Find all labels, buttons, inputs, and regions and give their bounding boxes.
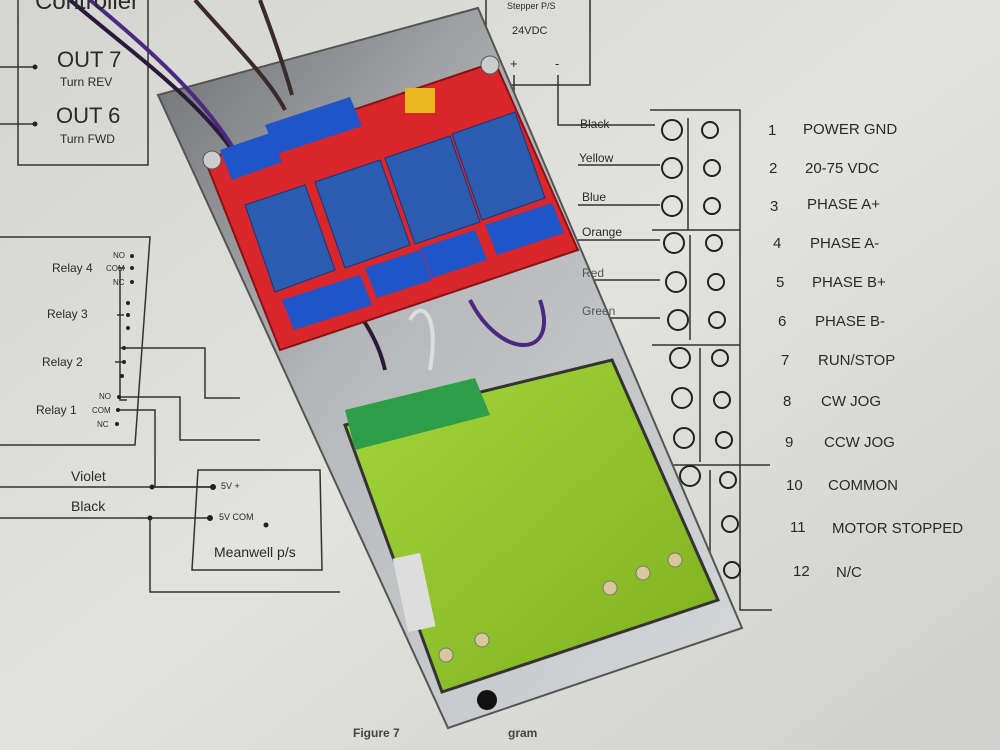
wire-color-label: Yellow bbox=[579, 151, 614, 165]
figure-caption-left: Figure 7 bbox=[353, 726, 400, 740]
plate-screw bbox=[202, 150, 222, 170]
module-screws bbox=[438, 552, 683, 663]
driver-terminal-screws bbox=[661, 119, 741, 579]
meanwell-label: Meanwell p/s bbox=[214, 544, 296, 560]
contact-label: COM bbox=[92, 406, 111, 415]
terminal-number: 9 bbox=[785, 434, 794, 451]
wire-color-label: Green bbox=[582, 304, 616, 318]
terminal-number: 11 bbox=[790, 519, 806, 536]
terminal-label: POWER GND bbox=[803, 121, 898, 138]
stepper-ps-plus: + bbox=[510, 56, 518, 71]
terminal-number: 10 bbox=[786, 477, 803, 494]
wire-color-label: Red bbox=[582, 266, 605, 280]
terminal-label: PHASE B+ bbox=[812, 274, 886, 291]
terminal-number: 6 bbox=[778, 313, 787, 330]
terminal-number: 12 bbox=[793, 563, 810, 580]
relays bbox=[244, 111, 546, 293]
terminal-label: MOTOR STOPPED bbox=[832, 520, 964, 537]
blue-terminals bbox=[220, 97, 564, 330]
dip-switch bbox=[392, 552, 436, 633]
relay-1-label: Relay 1 bbox=[36, 403, 77, 417]
terminal-number: 7 bbox=[781, 352, 790, 369]
figure-caption-right: gram bbox=[508, 726, 538, 740]
terminal-number: 5 bbox=[776, 274, 785, 291]
contact-label: NO bbox=[113, 251, 125, 260]
relay-2-label: Relay 2 bbox=[42, 355, 83, 369]
violet-wire-label: Violet bbox=[71, 468, 106, 484]
terminal-label: N/C bbox=[836, 564, 862, 581]
terminal-label: RUN/STOP bbox=[818, 352, 896, 369]
plate-screw bbox=[477, 690, 497, 710]
contact-label: NC bbox=[113, 278, 125, 287]
terminal-number: 8 bbox=[783, 393, 792, 410]
terminal-label: COMMON bbox=[828, 477, 898, 494]
out7-label: OUT 7 bbox=[57, 47, 122, 72]
jumper-block bbox=[405, 88, 435, 113]
5v-com-label: 5V COM bbox=[219, 512, 254, 522]
black-wire-label: Black bbox=[71, 498, 106, 514]
terminal-label: PHASE B- bbox=[815, 313, 886, 330]
wiring-diagram-lines bbox=[0, 0, 772, 611]
out7-sub: Turn REV bbox=[60, 75, 113, 89]
wire-color-label: Blue bbox=[582, 190, 607, 204]
contact-label: NC bbox=[97, 420, 109, 429]
controller-title: Controller bbox=[35, 0, 140, 15]
terminal-number: 3 bbox=[770, 198, 779, 215]
relay-4-label: Relay 4 bbox=[52, 261, 93, 275]
terminal-number: 1 bbox=[768, 122, 777, 139]
plate-screw bbox=[480, 55, 500, 75]
terminal-label: 20-75 VDC bbox=[805, 160, 880, 177]
stepper-ps-title: Stepper P/S bbox=[507, 1, 556, 11]
terminal-label: CW JOG bbox=[821, 393, 881, 410]
terminal-number: 2 bbox=[769, 160, 778, 177]
stepper-ps-voltage: 24VDC bbox=[512, 25, 548, 37]
terminal-label: PHASE A- bbox=[810, 235, 880, 252]
relay-3-label: Relay 3 bbox=[47, 307, 88, 321]
contact-label: COM bbox=[106, 264, 125, 273]
diagram-dots bbox=[32, 64, 269, 528]
out6-label: OUT 6 bbox=[56, 103, 121, 128]
5v-plus-label: 5V + bbox=[221, 481, 240, 491]
contact-label: NO bbox=[99, 392, 111, 401]
green-terminal-block bbox=[345, 378, 490, 450]
stepper-ps-minus: - bbox=[555, 56, 560, 71]
wire-color-label: Orange bbox=[582, 225, 623, 239]
terminal-label: CCW JOG bbox=[824, 434, 895, 451]
terminal-number: 4 bbox=[773, 235, 782, 252]
terminal-label: PHASE A+ bbox=[807, 196, 880, 213]
out6-sub: Turn FWD bbox=[60, 132, 115, 146]
wire-color-label: Black bbox=[580, 117, 610, 131]
